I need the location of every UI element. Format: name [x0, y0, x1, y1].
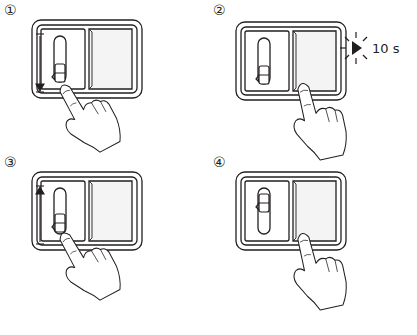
step-number: ② — [213, 3, 226, 17]
step-number: ① — [4, 3, 17, 17]
step-number: ④ — [213, 155, 226, 169]
duration-label: 10 s — [372, 42, 399, 55]
step-number: ③ — [4, 155, 17, 169]
